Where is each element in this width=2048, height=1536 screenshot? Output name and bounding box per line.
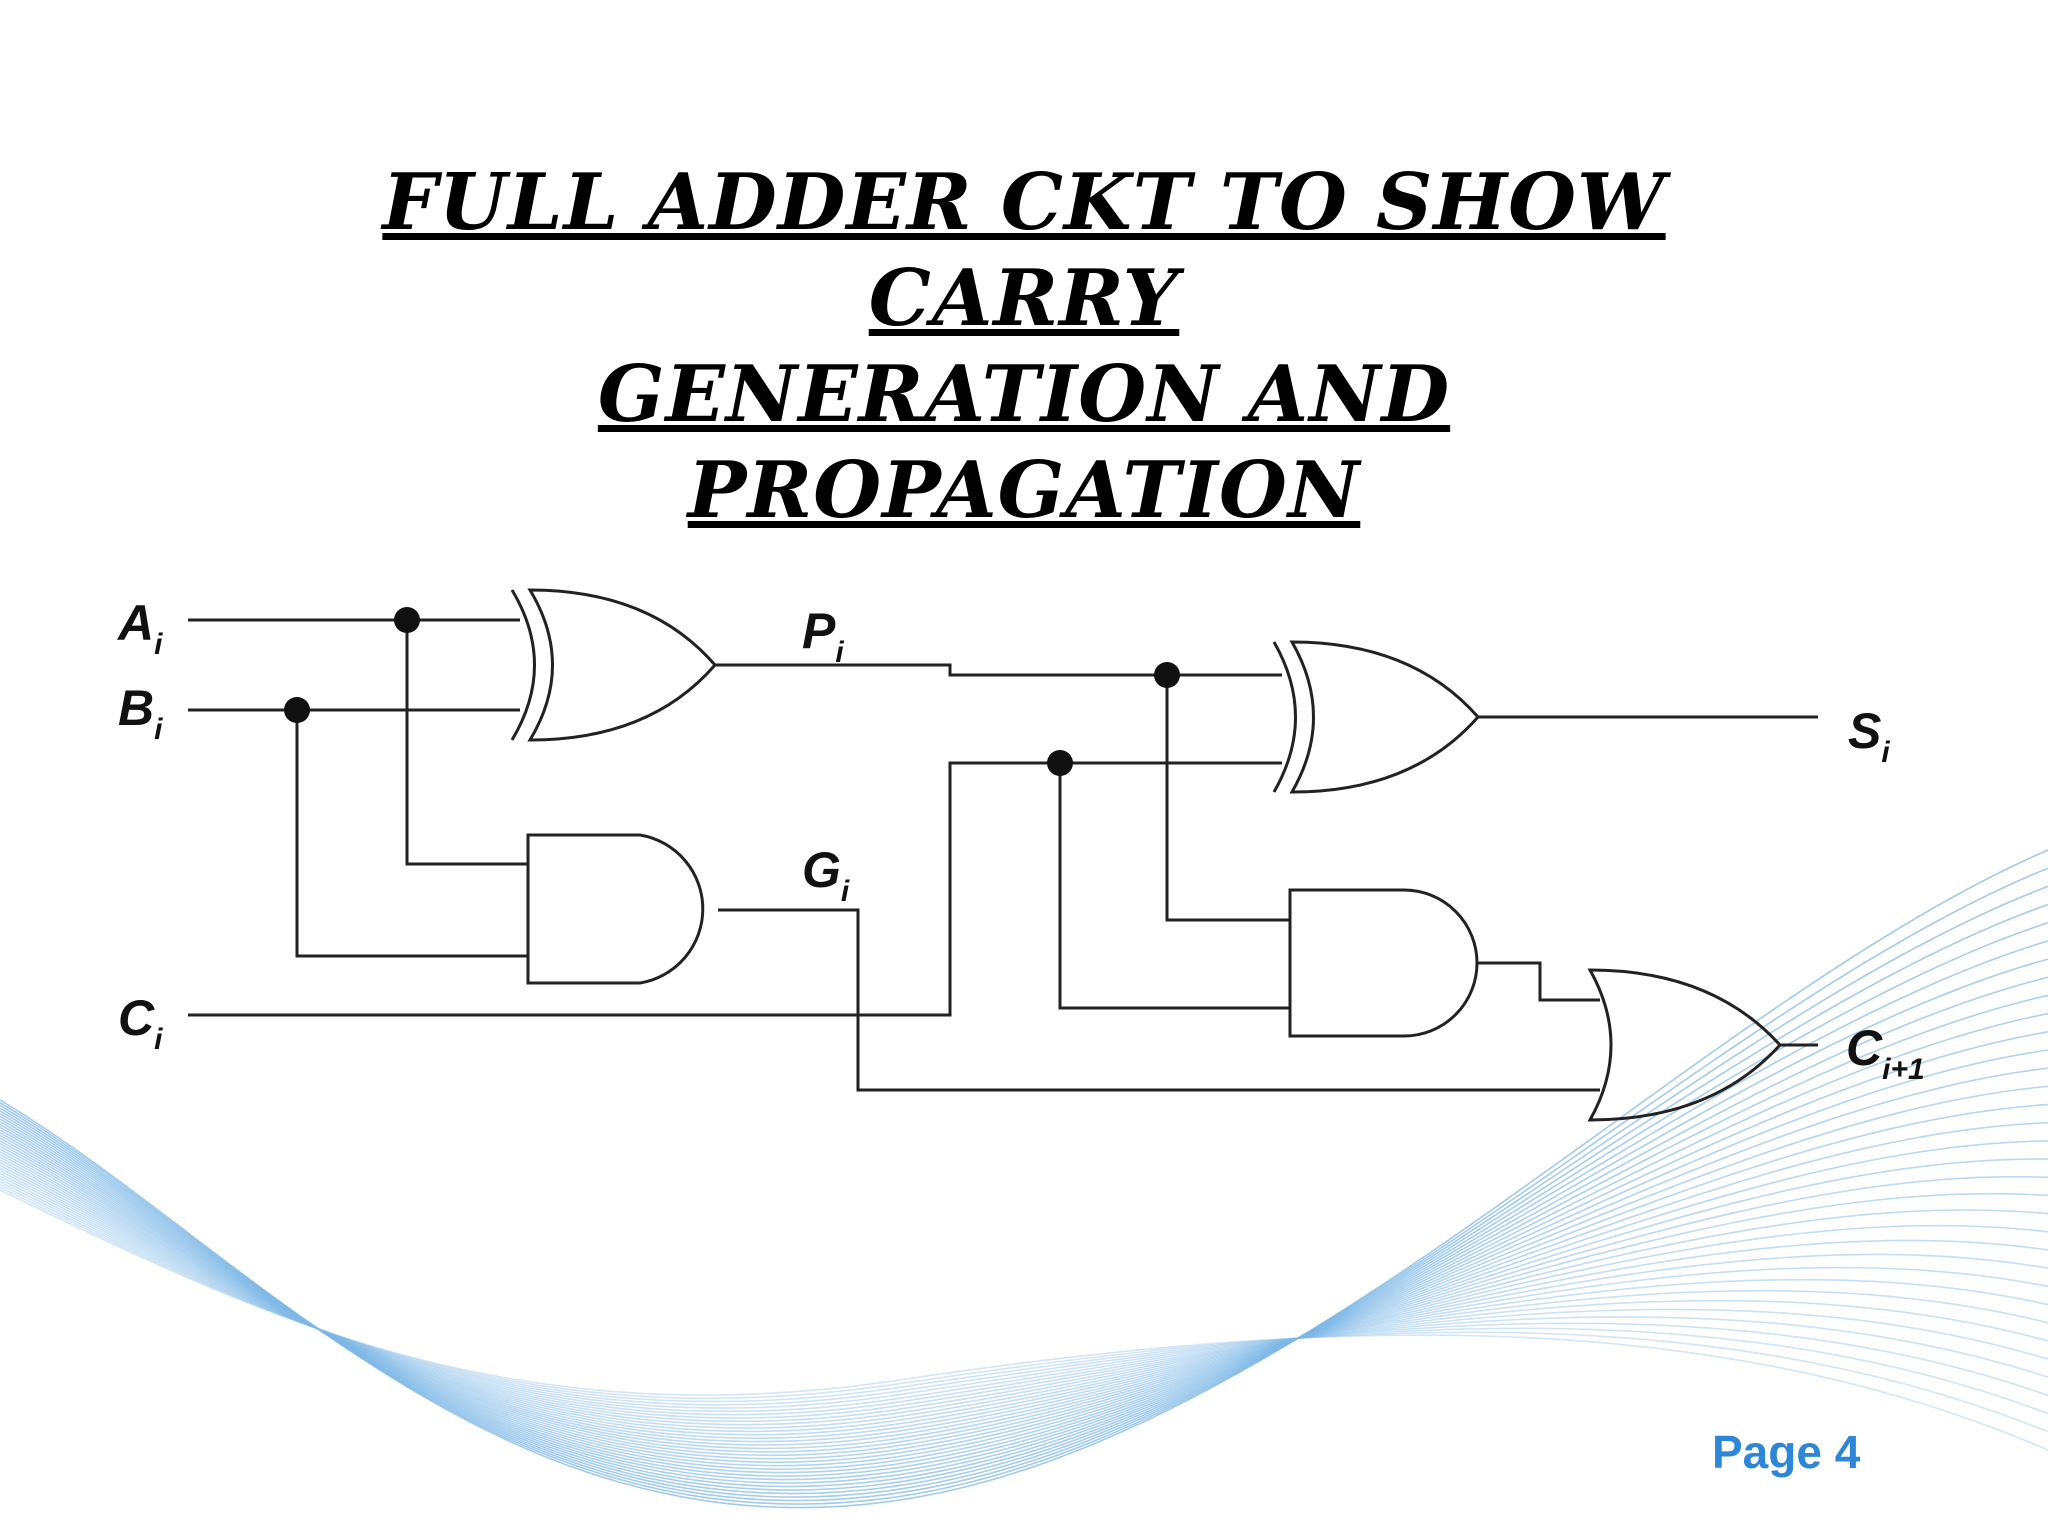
page-number: Page 4 [1712, 1426, 1861, 1478]
label-a: Ai [116, 595, 163, 661]
wave-line [0, 1164, 2048, 1426]
wave-line [0, 1159, 2048, 1433]
wave-line [0, 1162, 2048, 1429]
wave-line [0, 1172, 2048, 1416]
and-gate-1 [526, 833, 705, 985]
label-cout: Ci+1 [1846, 1020, 1925, 1086]
label-b: Bi [118, 680, 163, 746]
wave-line [0, 1156, 2048, 1436]
wave-line [0, 1167, 2048, 1422]
label-g: Gi [802, 842, 850, 908]
wires [188, 618, 1818, 1092]
slide-title: FULL ADDER CKT TO SHOW CARRY GENERATION … [0, 155, 2048, 539]
xor-gate-2 [1272, 640, 1480, 794]
title-line-2: CARRY [868, 253, 1180, 344]
title-line-3: GENERATION AND [597, 349, 1451, 440]
wave-line [0, 1178, 2048, 1409]
wave-line [0, 1153, 2048, 1439]
label-s: Si [1848, 703, 1890, 769]
and-gate-2 [1288, 888, 1479, 1038]
junction-dots [284, 607, 1180, 776]
or-gate [1587, 968, 1783, 1122]
title-line-1: FULL ADDER CKT TO SHOW [382, 157, 1666, 248]
wave-line [0, 1175, 2048, 1413]
label-p: Pi [802, 603, 844, 669]
wave-line [0, 1189, 2048, 1451]
xor-gate-1 [510, 588, 717, 742]
wave-line [0, 1181, 2048, 1406]
title-line-4: PROPAGATION [687, 445, 1361, 536]
wave-line [0, 1183, 2048, 1415]
wave-line [0, 1186, 2048, 1433]
label-c: Ci [118, 990, 163, 1056]
wave-line [0, 1170, 2048, 1419]
